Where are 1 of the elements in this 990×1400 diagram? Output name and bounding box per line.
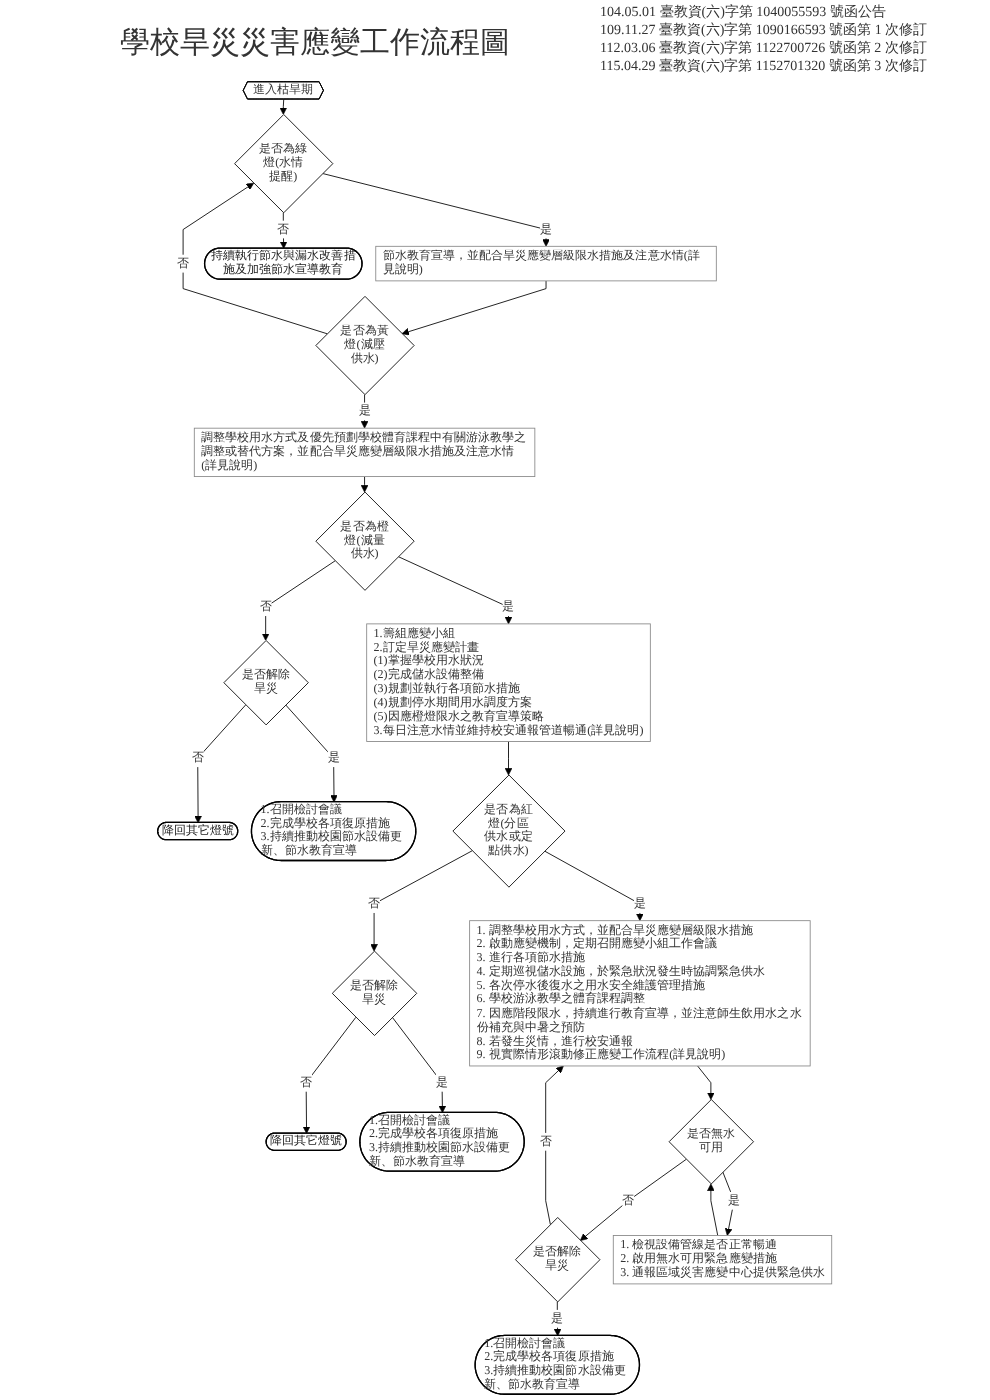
diagram-title: 學校旱災災害應變工作流程圖 (120, 24, 510, 62)
